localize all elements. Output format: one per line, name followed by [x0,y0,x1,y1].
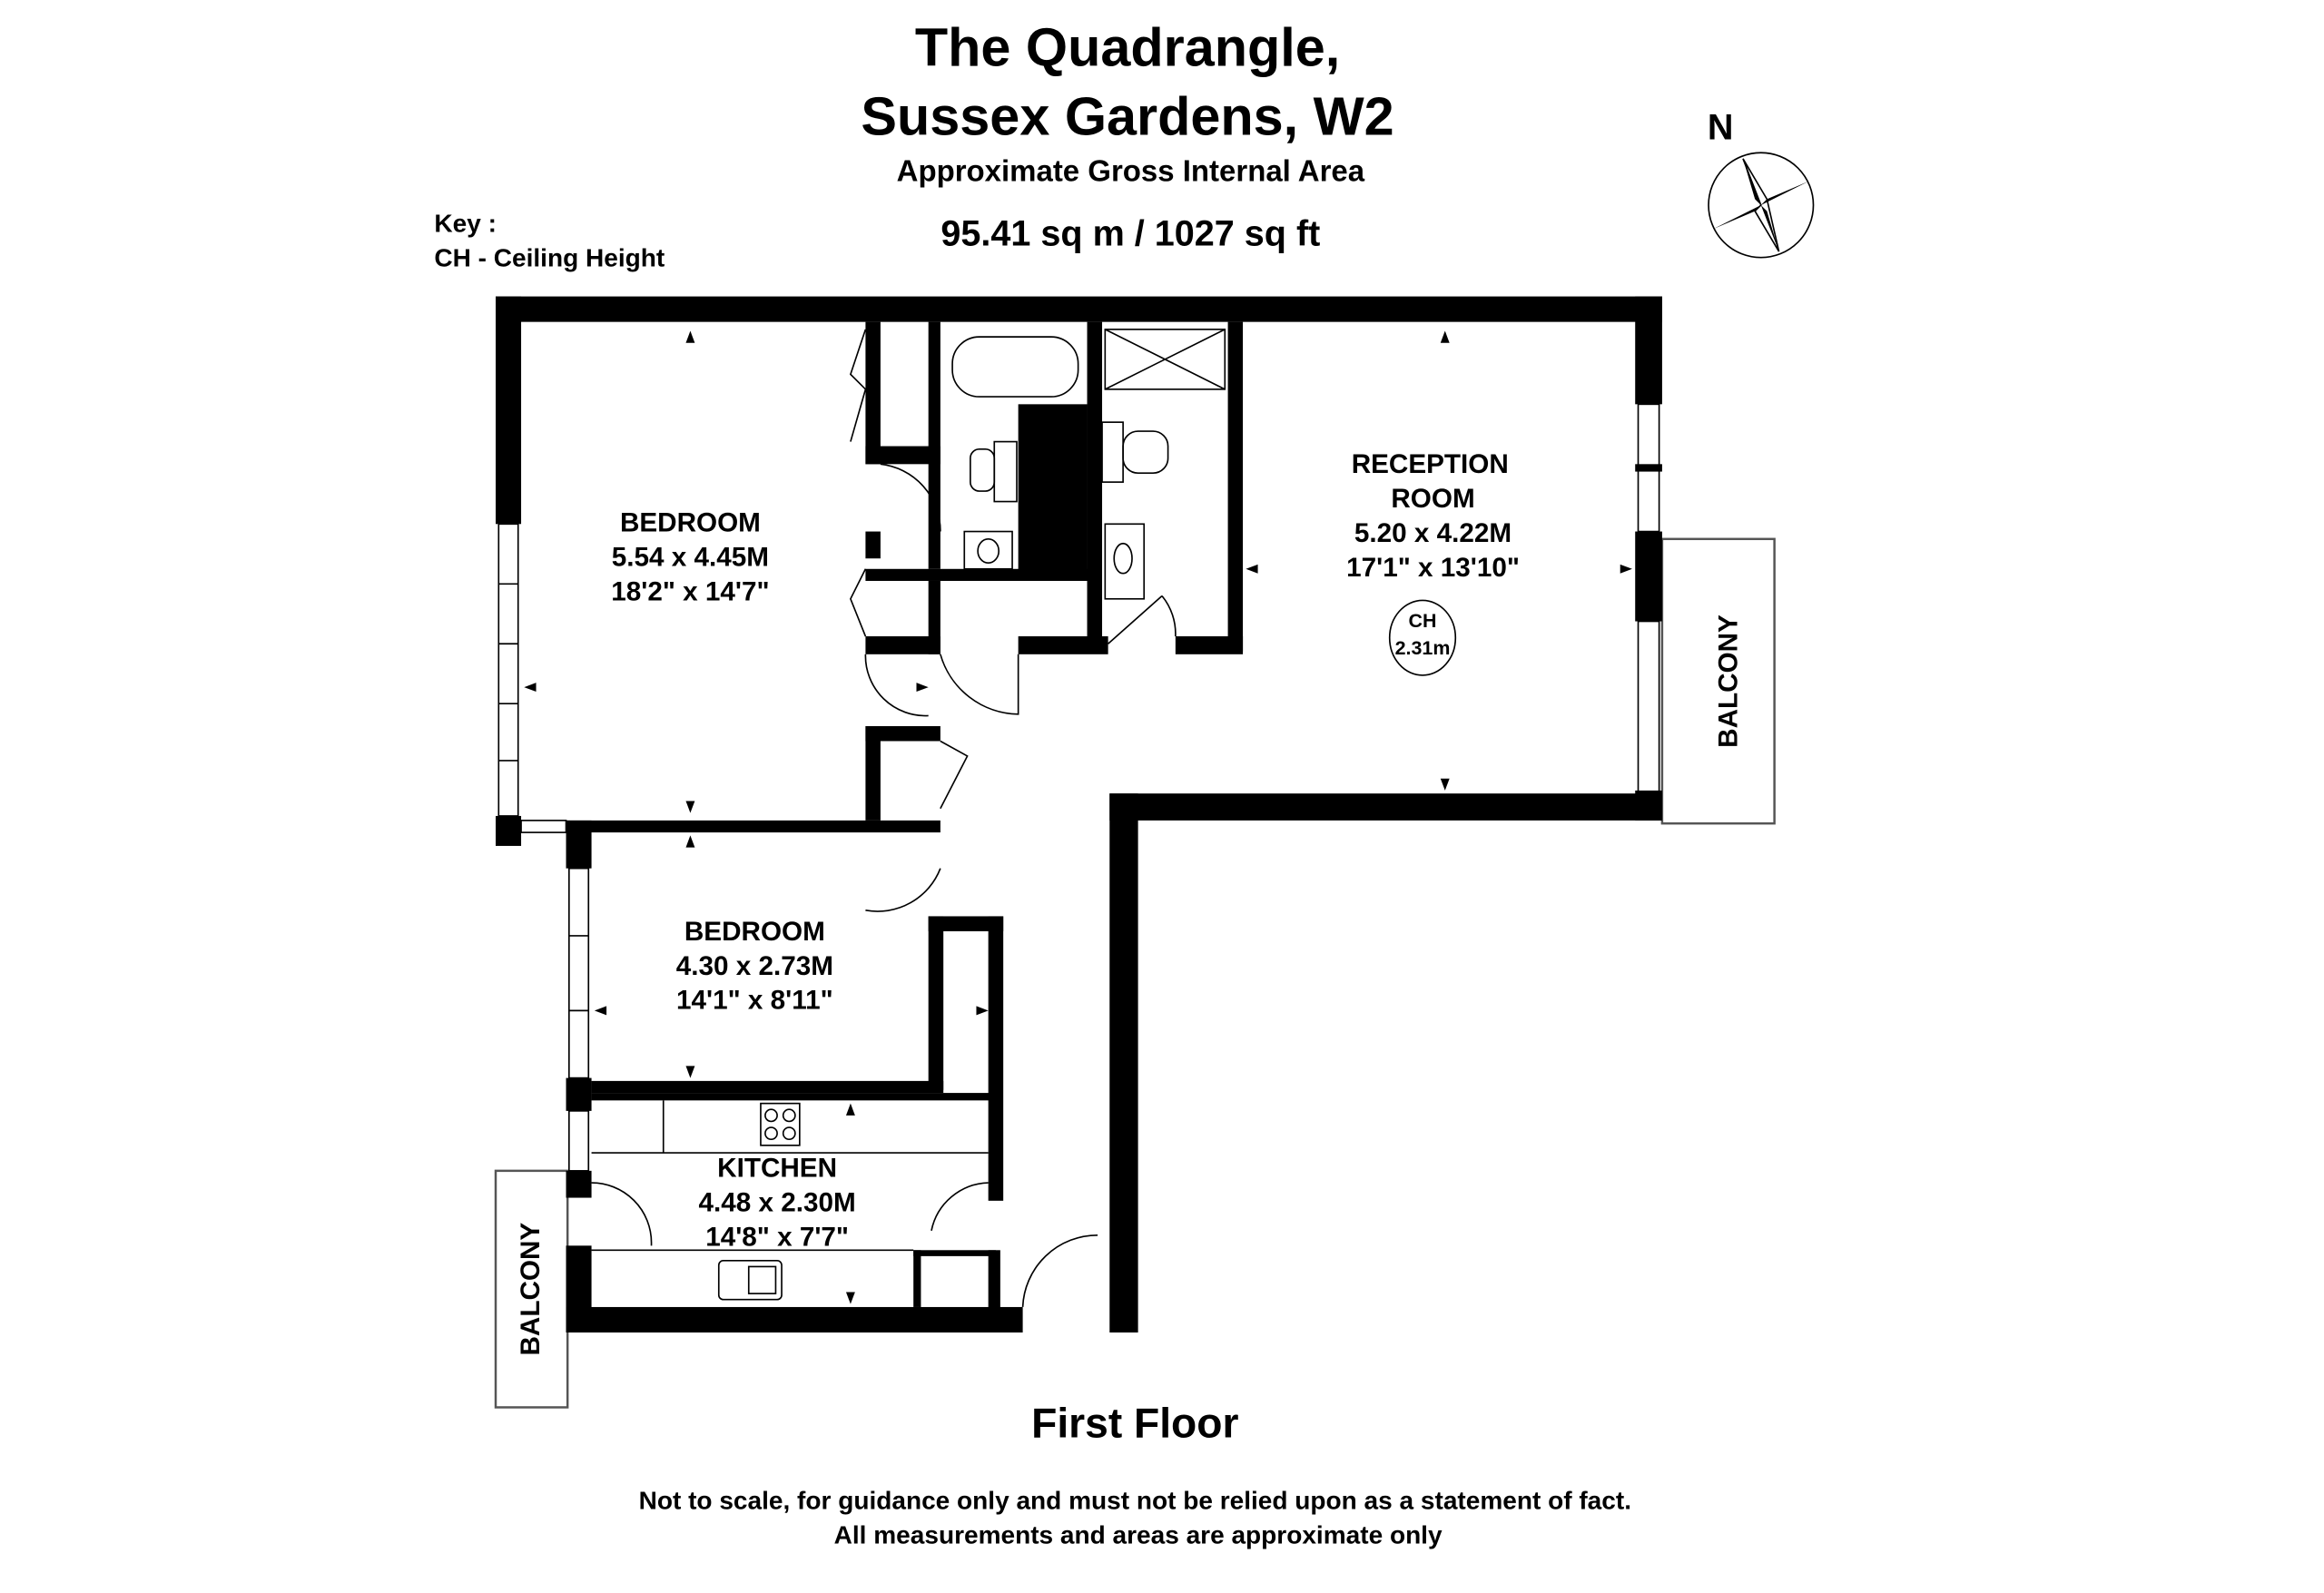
room-name: BEDROOM [620,508,761,538]
disclaimer-line1: Not to scale, for guidance only and must… [639,1487,1631,1515]
disclaimer-line2: All measurements and areas are approxima… [834,1521,1443,1549]
basin-icon-2 [1104,523,1146,600]
walls [496,296,1662,1332]
balcony-left [494,1169,569,1409]
room-bedroom-2: BEDROOM 4.30 x 2.73M 14'1" x 8'11" [676,917,833,1016]
room-imperial: 18'2" x 14'7" [611,576,769,606]
title-line2: Sussex Gardens, W2 [861,85,1393,146]
room-imperial: 17'1" x 13'10" [1346,553,1520,583]
fixtures [591,329,1226,1307]
room-metric: 4.30 x 2.73M [676,951,833,981]
compass-north-label: N [1708,107,1734,147]
room-name-line2: ROOM [1391,484,1474,514]
room-kitchen: KITCHEN 4.48 x 2.30M 14'8" x 7'7" [698,1153,855,1252]
ceiling-label: CH [1409,610,1437,632]
room-name: RECEPTION [1352,449,1509,479]
title-line1: The Quadrangle, [915,17,1340,78]
ceiling-value: 2.31m [1395,637,1451,659]
basin-icon [963,530,1013,570]
room-bedroom-1: BEDROOM 5.54 x 4.45M 18'2" x 14'7" [611,508,769,607]
sink-icon [717,1260,783,1301]
room-metric: 5.20 x 4.22M [1354,518,1512,548]
area-text: 95.41 sq m / 1027 sq ft [940,214,1320,254]
compass-icon: N [1708,107,1815,259]
room-imperial: 14'8" x 7'7" [705,1222,849,1252]
ceiling-height-badge [1388,599,1457,676]
toilet-icon-2 [1101,421,1124,483]
balcony-left-label: BALCONY [516,1223,546,1356]
room-name: KITCHEN [717,1153,837,1183]
shower-icon [1104,329,1226,390]
room-name: BEDROOM [684,917,825,947]
subtitle: Approximate Gross Internal Area [897,154,1365,188]
room-metric: 4.48 x 2.30M [698,1187,855,1217]
room-reception: RECEPTION ROOM 5.20 x 4.22M 17'1" x 13'1… [1346,449,1520,676]
bath-icon [951,336,1079,398]
floor-label: First Floor [1031,1399,1238,1446]
balcony-right-label: BALCONY [1713,615,1743,748]
key-entry: CH - Ceiling Height [434,244,665,272]
hob-icon [760,1102,801,1146]
dimension-arrows [524,330,1632,1304]
room-metric: 5.54 x 4.45M [612,542,769,572]
balcony-right [1660,537,1776,825]
toilet-icon [993,440,1018,503]
room-imperial: 14'1" x 8'11" [676,986,833,1016]
key-title: Key : [434,210,497,238]
